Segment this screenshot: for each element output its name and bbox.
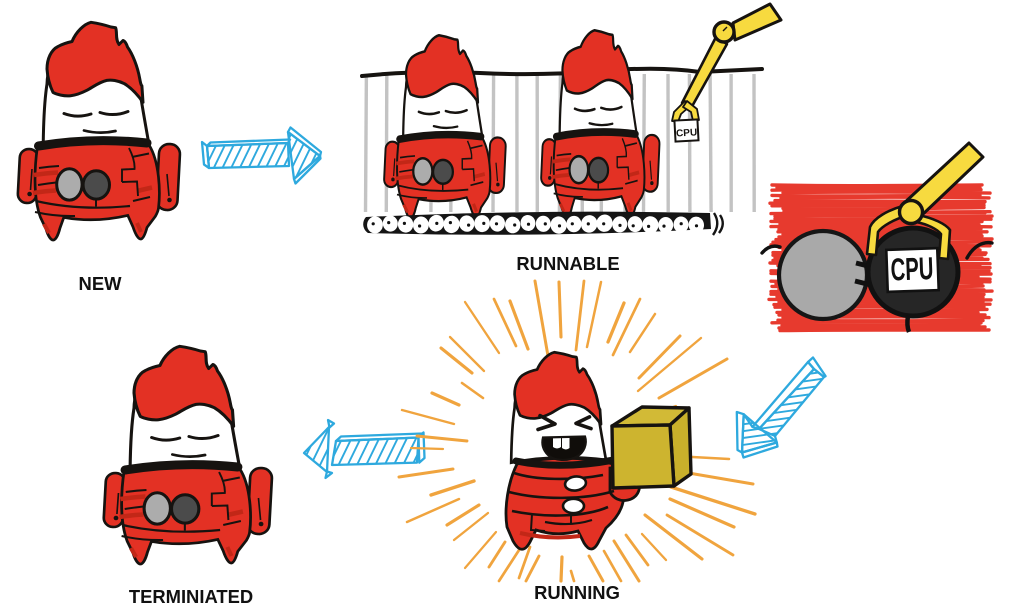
svg-text:RUNNABLE: RUNNABLE <box>516 253 619 274</box>
svg-text:CPU: CPU <box>676 127 698 139</box>
svg-text:RUNNING: RUNNING <box>534 582 620 603</box>
svg-text:NEW: NEW <box>79 273 123 294</box>
svg-text:TERMINIATED: TERMINIATED <box>129 586 253 607</box>
svg-text:CPU: CPU <box>890 250 934 287</box>
